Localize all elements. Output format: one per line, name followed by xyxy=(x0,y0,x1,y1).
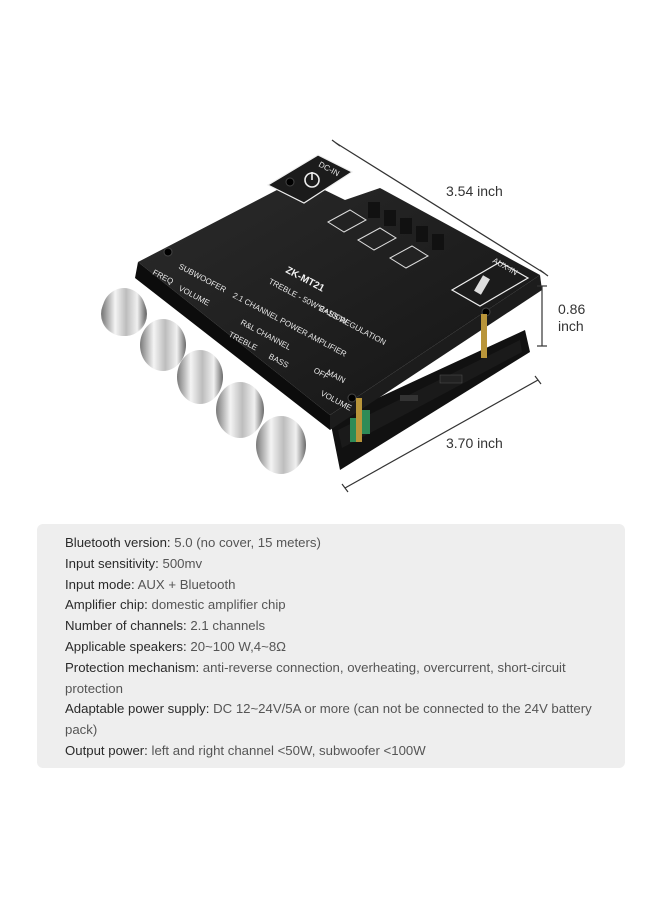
spec-item: Output power: left and right channel <50… xyxy=(65,742,426,758)
dimension-lines xyxy=(331,139,549,493)
spec-item: Applicable speakers: 20~100 W,4~8Ω xyxy=(65,638,287,654)
knob-bass xyxy=(216,382,264,438)
spec-item: Protection mechanism: anti-reverse conne… xyxy=(65,659,566,696)
spec-list: Bluetooth version: 5.0 (no cover, 15 met… xyxy=(37,524,625,762)
knob-treble xyxy=(177,350,223,404)
spec-item: Bluetooth version: 5.0 (no cover, 15 met… xyxy=(65,535,321,550)
amplifier-board-illustration: DC-IN AUX-IN ZK-MT21 TREBLE - 50W*2+100W… xyxy=(101,139,585,493)
spec-item: Number of channels: 2.1 channels xyxy=(65,618,266,634)
speaker-terminals xyxy=(327,202,444,269)
dimension-length: 3.54 inch xyxy=(446,183,503,199)
knob-freq xyxy=(101,288,147,336)
standoffs xyxy=(356,314,487,442)
spec-card: Bluetooth version: 5.0 (no cover, 15 met… xyxy=(37,524,625,768)
knobs xyxy=(101,288,306,474)
aux-jack-icon xyxy=(474,275,490,295)
dimension-height-value: 0.86 xyxy=(558,301,585,317)
pcb-layer xyxy=(330,330,530,470)
spec-item: Input mode: AUX + Bluetooth xyxy=(65,576,236,592)
dc-in-box: DC-IN xyxy=(266,154,354,204)
aux-in-box: AUX-IN xyxy=(450,256,530,307)
spec-item: Amplifier chip: domestic amplifier chip xyxy=(65,597,286,613)
product-photo: DC-IN AUX-IN ZK-MT21 TREBLE - 50W*2+100W… xyxy=(101,139,585,493)
knob-subwoofer-volume xyxy=(140,319,186,371)
knob-main-volume xyxy=(256,416,306,474)
dimension-width: 3.70 inch xyxy=(446,435,503,451)
dimension-height-unit: inch xyxy=(558,318,584,334)
spec-item: Adaptable power supply: DC 12~24V/5A or … xyxy=(65,701,592,738)
spec-item: Input sensitivity: 500mv xyxy=(65,555,203,571)
